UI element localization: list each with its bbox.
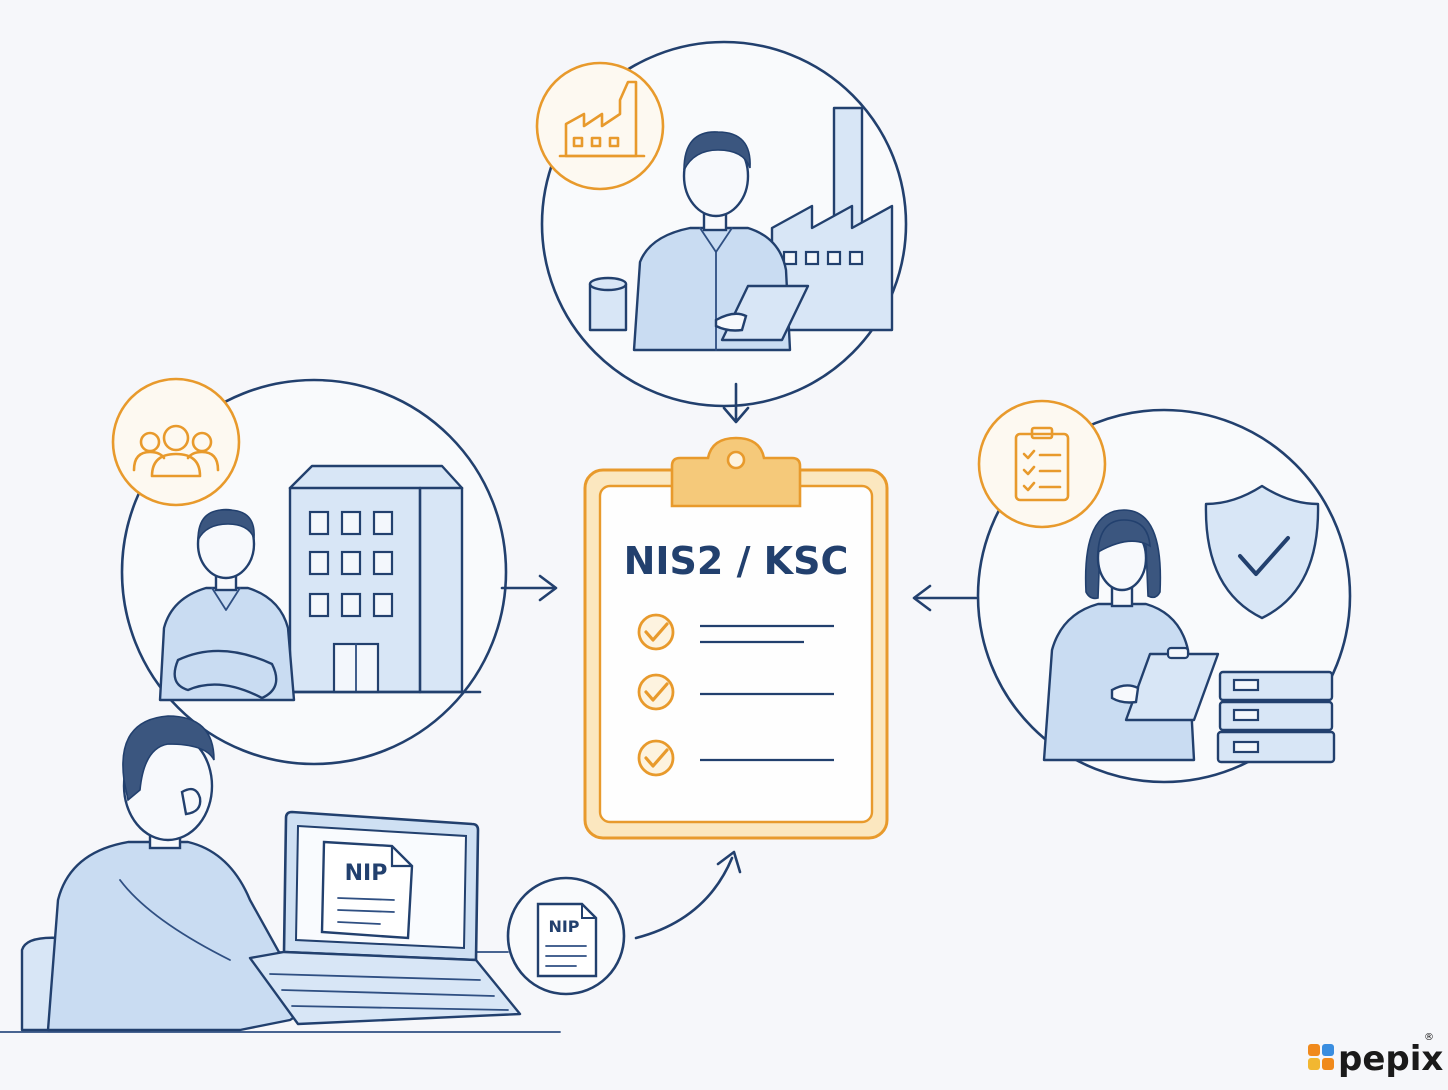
checkmark-icon: [644, 748, 669, 768]
pepix-logo: pepix ®: [1308, 1032, 1443, 1079]
nip-badge-label: NIP: [548, 917, 579, 936]
check-circle-icon: [637, 739, 675, 777]
auditor-person: [1042, 509, 1220, 762]
brand-name: pepix: [1338, 1039, 1443, 1079]
clipboard-clip: [670, 436, 802, 508]
office-manager-circle: [111, 377, 508, 766]
brand-registered-mark: ®: [1424, 1032, 1434, 1043]
checkmark-icon: [644, 682, 669, 702]
office-manager-person: [158, 508, 296, 702]
arrow-nip-to-clipboard: [634, 850, 742, 940]
laptop-user-scene: NIP: [0, 715, 561, 1033]
clipboard-title: NIS2 / KSC: [624, 539, 849, 583]
arrow-left-to-clipboard: [500, 574, 558, 602]
laptop-nip-document: NIP: [320, 840, 414, 940]
factory-worker-circle: [535, 40, 908, 408]
check-circle-icon: [637, 673, 675, 711]
checklist-icon: [977, 399, 1107, 529]
laptop-nip-label: NIP: [345, 861, 388, 886]
nip-badge: NIP: [506, 876, 626, 996]
auditor-circle: [976, 399, 1352, 784]
check-circle-icon: [637, 613, 675, 651]
factory-icon: [535, 61, 665, 191]
office-building: [258, 464, 482, 694]
checklist-row-3: [637, 739, 834, 777]
logo-squares-icon: [1308, 1044, 1334, 1070]
checklist-row-1: [637, 613, 834, 651]
laptop: NIP: [248, 810, 522, 1026]
checkmark-icon: [644, 622, 669, 642]
nis2-clipboard: NIS2 / KSC: [583, 436, 889, 840]
factory-worker-person: [632, 131, 810, 352]
shield-check-icon: [1204, 484, 1320, 620]
binder-stack: [1216, 670, 1336, 764]
arrow-top-to-clipboard: [722, 382, 750, 424]
arrow-right-to-clipboard: [912, 584, 978, 612]
laptop-user-person: [46, 715, 340, 1032]
checklist-row-2: [637, 673, 834, 711]
people-group-icon: [111, 377, 241, 507]
